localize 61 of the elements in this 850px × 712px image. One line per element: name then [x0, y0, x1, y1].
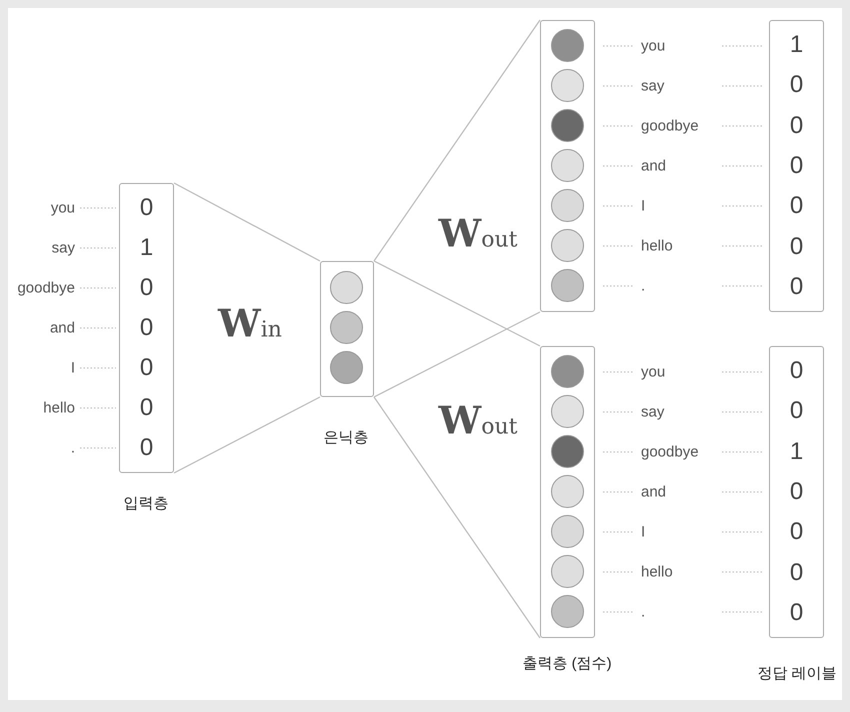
word-label: hello [641, 238, 673, 254]
vector-value: 0 [790, 518, 804, 546]
weight-label: Win [218, 300, 282, 346]
word-label: you [50, 200, 75, 216]
vector-value: 0 [140, 314, 154, 342]
weight-label: Wout [438, 210, 518, 256]
vector-value: 0 [140, 354, 154, 382]
vector-value: 0 [140, 274, 154, 302]
vector-value: 0 [790, 152, 804, 180]
word-label: I [70, 360, 75, 376]
word-label: you [641, 38, 666, 54]
projection-line [374, 311, 540, 398]
projection-line [374, 260, 540, 347]
vector-value: 0 [140, 434, 154, 462]
word-label: say [52, 240, 75, 256]
layer-caption: 은닉층 [322, 428, 370, 448]
projection-line [174, 396, 320, 474]
vector-value: 0 [790, 598, 804, 627]
projection-line [374, 20, 540, 262]
word-label: I [641, 524, 646, 540]
word-label: hello [43, 400, 75, 416]
layer-box [320, 261, 374, 397]
word-label: I [641, 198, 646, 214]
vector-value: 1 [790, 31, 804, 60]
word-label: and [641, 158, 666, 174]
layer-box [540, 346, 595, 638]
layer-caption: 정답 레이블 [756, 664, 838, 684]
vector-value: 0 [790, 558, 804, 587]
layer-box [540, 20, 595, 312]
vector-box [769, 20, 824, 312]
word-label: you [641, 364, 666, 380]
word-label: say [641, 404, 664, 420]
word-label: goodbye [17, 280, 75, 296]
layer-caption: 출력층 (점수) [522, 654, 612, 674]
layer-caption: 입력층 [122, 494, 170, 514]
vector-value: 0 [790, 397, 804, 426]
word-label: say [641, 78, 664, 94]
word-label: . [641, 278, 646, 294]
vector-value: 1 [140, 234, 154, 262]
vector-value: 1 [790, 438, 804, 466]
vector-value: 0 [790, 232, 804, 261]
projection-line [374, 396, 540, 638]
word-label: and [641, 484, 666, 500]
word-label: goodbye [641, 444, 699, 460]
vector-value: 0 [790, 272, 804, 301]
weight-label: Wout [438, 398, 518, 442]
word-label: goodbye [641, 118, 699, 134]
vector-value: 0 [140, 394, 154, 422]
vector-value: 0 [140, 194, 154, 222]
vector-value: 0 [790, 357, 804, 386]
word-label: . [70, 440, 75, 456]
projection-line [174, 182, 320, 262]
word-label: . [641, 604, 646, 620]
word-label: hello [641, 564, 673, 580]
vector-value: 0 [790, 112, 804, 140]
vector-box [119, 183, 174, 473]
vector-value: 0 [790, 478, 804, 506]
word-label: and [50, 320, 75, 336]
vector-value: 0 [790, 71, 804, 100]
vector-value: 0 [790, 192, 804, 220]
vector-box [769, 346, 824, 638]
